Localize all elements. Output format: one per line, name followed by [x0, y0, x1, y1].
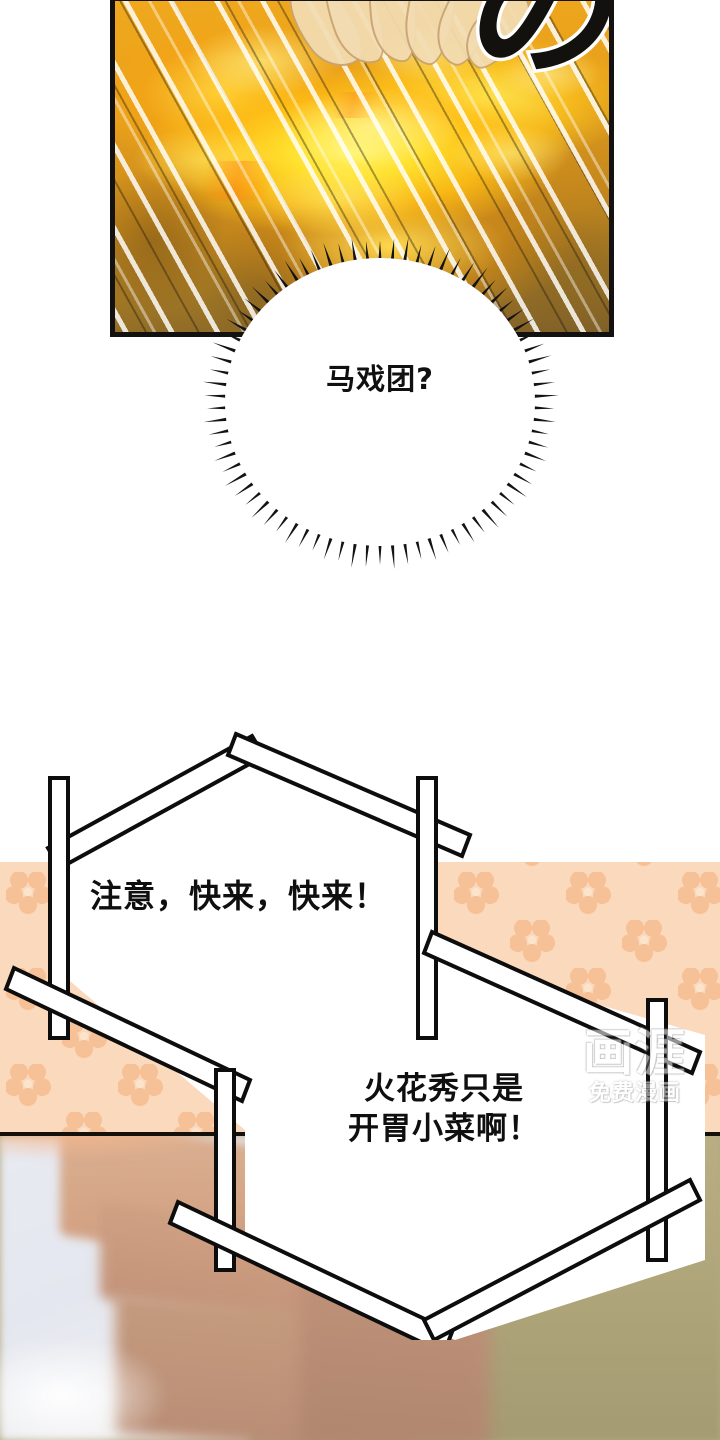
- stick-bubble-line-2-3: 火花秀只是 开胃小菜啊！: [348, 1070, 540, 1149]
- burst-bubble-fill: [225, 258, 535, 546]
- stick-speech-bubble: [0, 700, 720, 1340]
- scene-haze: [0, 1336, 170, 1440]
- stick-bubble-line-3: 开胃小菜啊！: [348, 1110, 540, 1147]
- stick-bubble-line-1: 注意，快来，快来！: [90, 877, 388, 915]
- burst-bubble-text: 马戏团?: [326, 362, 434, 396]
- burst-speech-bubble: 马戏团?: [190, 228, 570, 576]
- panel-fire-explosion: の: [110, 0, 614, 337]
- stick-bubble-fill: [57, 740, 705, 1340]
- stick-bubble-line-2: 火花秀只是: [364, 1071, 524, 1107]
- stick-bubble-shape: [3, 731, 705, 1340]
- scene-peach-blur: [0, 1136, 230, 1160]
- stick-bars: [3, 731, 703, 1340]
- sound-effect-glyph: の: [455, 0, 609, 98]
